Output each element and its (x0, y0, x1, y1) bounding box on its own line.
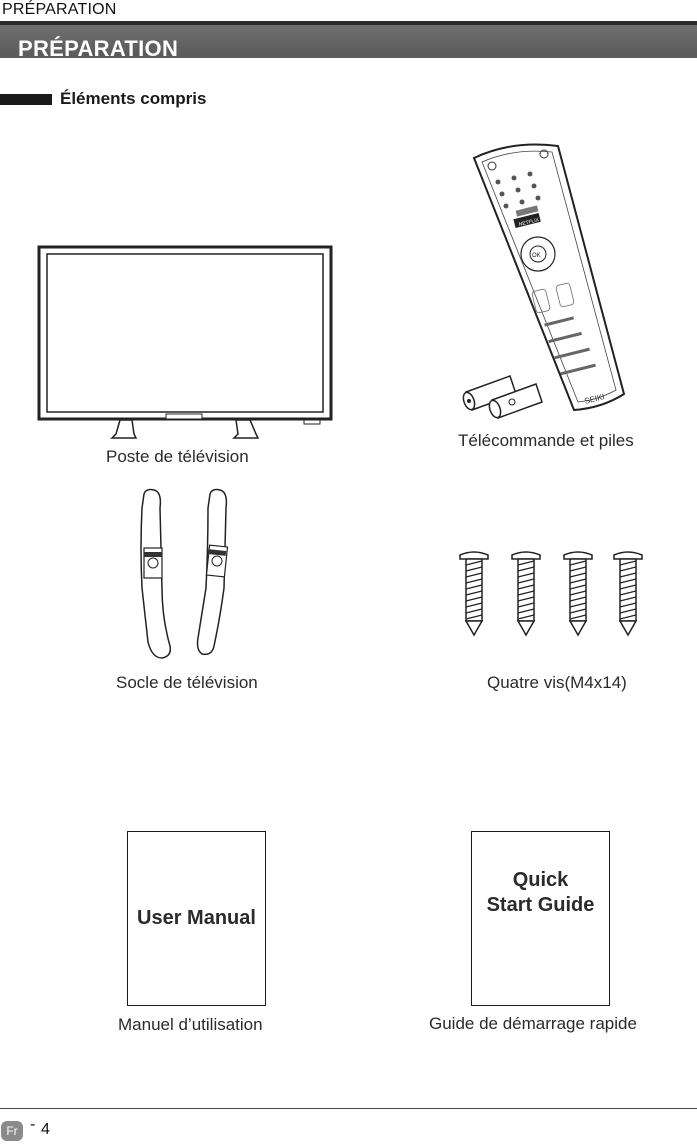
running-header: PRÉPARATION (2, 1, 117, 18)
remote-control: NETFLIX OK SEIKI (472, 143, 626, 412)
ok-label: OK (532, 253, 541, 259)
caption-manual: Manuel d’utilisation (118, 1015, 263, 1034)
quick-start-cover-line1: Quick (512, 868, 569, 891)
screw-4 (613, 551, 643, 636)
language-badge: Fr (1, 1121, 23, 1141)
header-rule (0, 21, 697, 25)
tv-stand-illustration (140, 488, 229, 659)
quick-start-cover-line2: Start Guide (486, 893, 595, 916)
footer-rule (0, 1108, 697, 1109)
tv-illustration (37, 245, 333, 439)
screw-2 (511, 551, 541, 636)
netflix-label: NETFLIX (518, 217, 540, 228)
section-band (0, 25, 697, 58)
stand-foot-right (196, 488, 229, 656)
stand-foot-left (140, 488, 172, 659)
caption-guide: Guide de démarrage rapide (429, 1014, 637, 1033)
caption-screws: Quatre vis(M4x14) (487, 673, 627, 692)
section-title: PRÉPARATION (18, 36, 179, 61)
subheading-title: Éléments compris (60, 89, 207, 108)
screw-1 (459, 551, 489, 636)
screw-3 (563, 551, 593, 636)
batteries (462, 375, 543, 419)
quick-start-guide-booklet: Quick Start Guide (471, 831, 610, 1006)
subheading-marker (0, 94, 52, 105)
screws-illustration (459, 551, 643, 636)
page-number: 4 (41, 1121, 50, 1138)
caption-stand: Socle de télévision (116, 673, 258, 692)
caption-tv: Poste de télévision (106, 447, 249, 466)
remote-and-batteries-illustration: NETFLIX OK SEIKI (462, 143, 626, 419)
footer-dash: - (30, 1116, 36, 1133)
caption-remote: Télécommande et piles (458, 431, 634, 450)
user-manual-booklet: User Manual (127, 831, 266, 1006)
user-manual-cover-text: User Manual (137, 907, 256, 929)
